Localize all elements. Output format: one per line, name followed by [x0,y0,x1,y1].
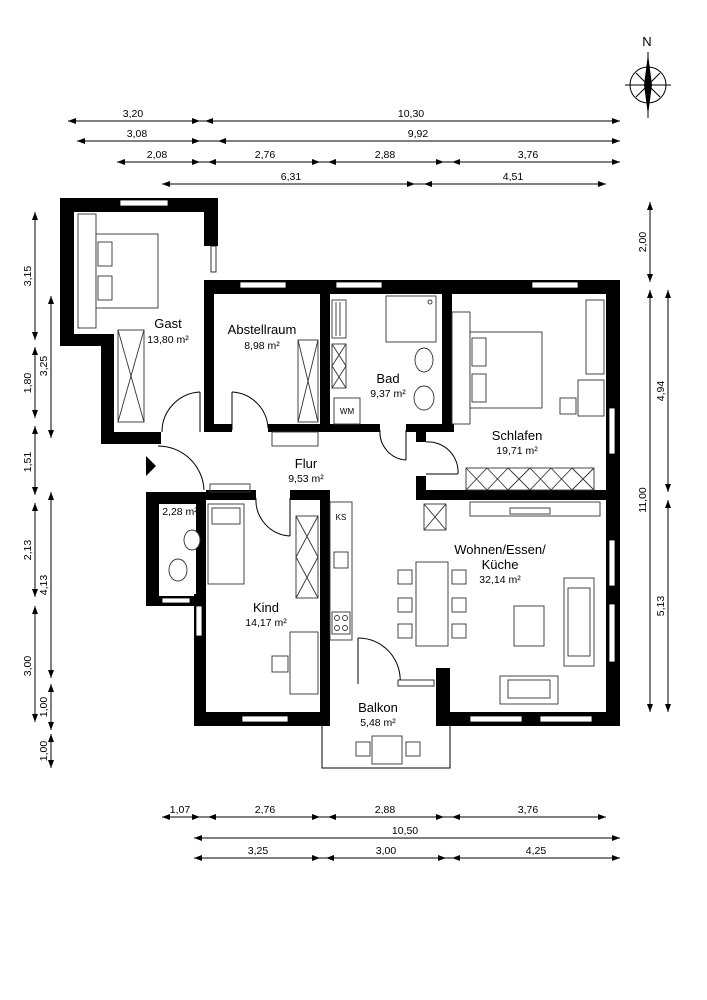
room-labels: Gast 13,80 m² Abstellraum 8,98 m² Bad 9,… [147,316,616,729]
dim-top-2: 10,30 [398,108,424,120]
washer-label: WM [340,407,355,416]
room-name-gast: Gast [154,316,182,331]
toilet-icon [414,347,434,373]
room-name-kind: Kind [253,600,279,615]
dim-left-8: 1,00 [38,697,50,718]
stove-icon [331,611,351,635]
shower-icon [385,295,437,343]
watermark: Immogrundriss [607,664,616,717]
dining-table [415,561,449,647]
dim-left-4: 1,51 [22,452,34,473]
dim-top-10: 4,51 [503,171,524,183]
dim-top-6: 2,76 [255,149,276,161]
wc-toilet-icon [168,558,188,582]
dim-bottom-7: 3,00 [376,845,397,857]
room-area-schlafen: 19,71 m² [496,445,538,457]
dim-top-1: 3,20 [123,108,144,120]
windows [119,199,616,723]
washer-icon [333,397,361,425]
room-area-wc: 2,28 m² [162,506,198,518]
dim-top-7: 2,88 [375,149,396,161]
dim-right-1: 2,00 [637,232,649,253]
left-dimensions: 3,15 3,25 1,80 1,51 2,13 4,13 3,00 1,00 … [22,212,54,768]
top-dimensions: 3,20 10,30 3,08 9,92 2,08 2,76 2,88 3,76… [68,108,620,187]
room-area-bad: 9,37 m² [370,388,406,400]
room-area-flur: 9,53 m² [288,473,324,485]
dim-left-2: 3,25 [38,356,50,377]
room-area-gast: 13,80 m² [147,334,189,346]
room-name-wohnen-2: Küche [482,557,519,572]
dim-right-2: 4,94 [655,381,667,402]
room-name-balkon: Balkon [358,700,398,715]
right-dimensions: 2,00 4,94 11,00 5,13 [637,202,671,712]
room-area-wohnen: 32,14 m² [479,574,521,586]
dim-bottom-5: 10,50 [392,825,418,837]
bottom-dimensions: 1,07 2,76 2,88 3,76 10,50 3,25 3,00 4,25 [162,804,620,861]
dim-top-3: 3,08 [127,128,148,140]
compass-label: N [642,34,651,49]
room-name-schlafen: Schlafen [492,428,543,443]
dim-bottom-2: 2,76 [255,804,276,816]
dim-left-7: 3,00 [22,656,34,677]
dim-top-4: 9,92 [408,128,429,140]
dim-bottom-8: 4,25 [526,845,547,857]
furniture: WM [77,213,605,765]
dim-right-4: 5,13 [655,596,667,617]
room-name-abstellraum: Abstellraum [228,322,297,337]
dim-top-5: 2,08 [147,149,168,161]
room-area-balkon: 5,48 m² [360,717,396,729]
fridge-label: KS [336,513,347,522]
dim-right-3: 11,00 [637,487,649,513]
room-area-kind: 14,17 m² [245,617,287,629]
doors [146,391,459,687]
dim-top-8: 3,76 [518,149,539,161]
dim-left-6: 4,13 [38,575,50,596]
kitchen-sink-icon [333,551,349,569]
dim-bottom-3: 2,88 [375,804,396,816]
sink-icon [413,385,435,411]
dim-left-9: 1,00 [38,741,50,762]
balkon-outline [321,724,451,769]
room-name-flur: Flur [295,456,318,471]
dim-bottom-1: 1,07 [170,804,191,816]
dim-bottom-4: 3,76 [518,804,539,816]
dim-bottom-6: 3,25 [248,845,269,857]
compass: N [625,34,671,118]
room-name-bad: Bad [376,371,399,386]
dim-left-5: 2,13 [22,540,34,561]
room-area-abstellraum: 8,98 m² [244,340,280,352]
dim-left-1: 3,15 [22,266,34,287]
entrance-arrow-icon [146,456,156,476]
dim-top-9: 6,31 [281,171,302,183]
dim-left-3: 1,80 [22,373,34,394]
room-name-wc: WC [167,490,189,505]
room-name-wohnen: Wohnen/Essen/ [454,542,546,557]
